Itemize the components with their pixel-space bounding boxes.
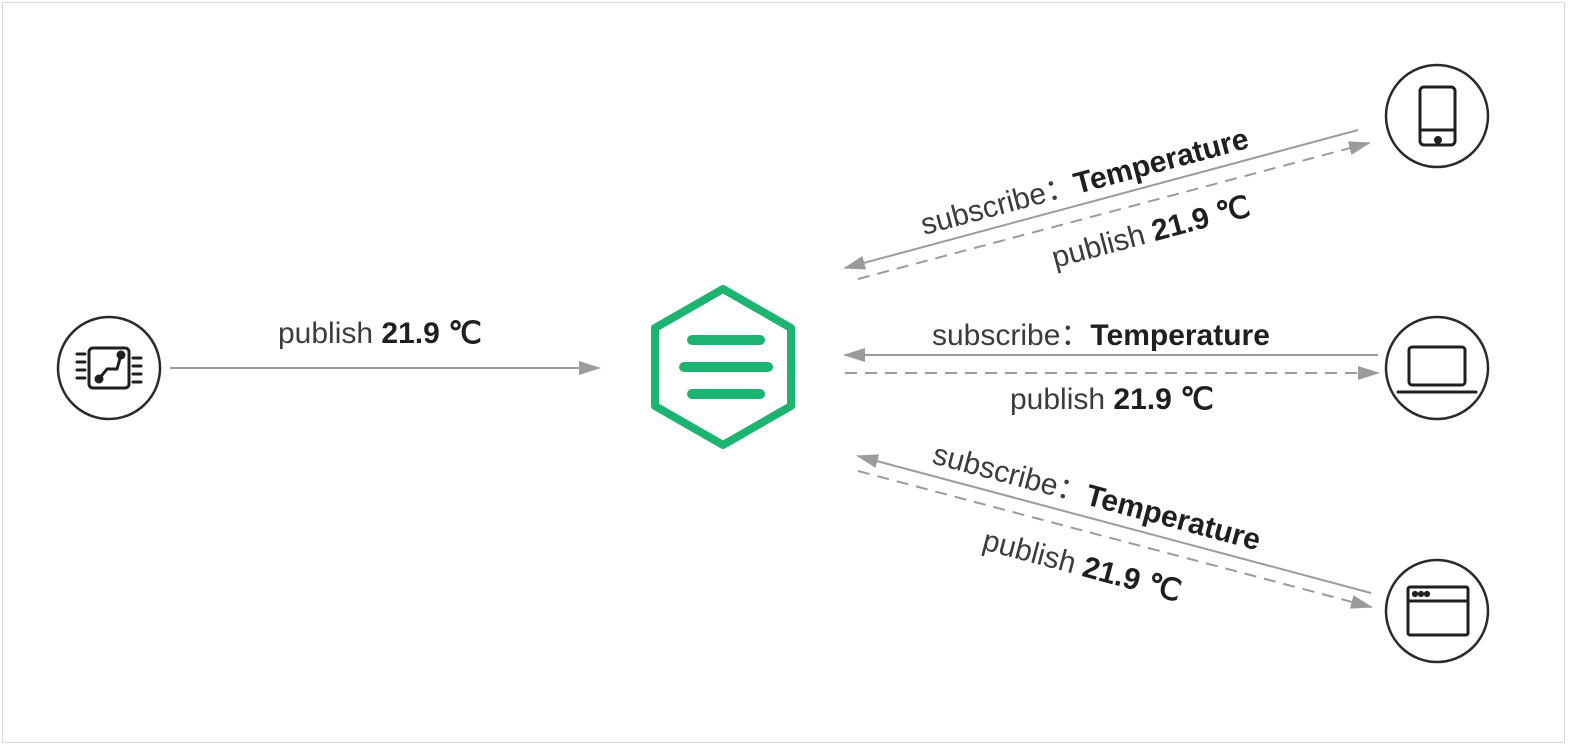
mqtt-flow-diagram: publish 21.9 ℃ subscribe：Temperature pub…: [56, 63, 1490, 664]
laptop-publish-label: publish 21.9 ℃: [1010, 383, 1214, 416]
browser-publish-arrow: [857, 470, 1373, 609]
laptop-icon: [1396, 345, 1478, 394]
phone-publish-label: publish 21.9 ℃: [1048, 190, 1253, 275]
circuit-board-icon: [75, 346, 143, 390]
mobile-phone-icon: [1418, 85, 1457, 147]
browser-client-node: [1384, 558, 1490, 664]
browser-publish-label: publish 21.9 ℃: [979, 524, 1184, 609]
browser-window-icon: [1406, 585, 1470, 637]
device-publish-label: publish 21.9 ℃: [278, 317, 482, 350]
menu-lines-icon: [679, 335, 773, 399]
phone-publish-arrow: [857, 141, 1371, 280]
browser-subscribe-arrow: [856, 454, 1372, 594]
broker-logo: [651, 285, 795, 449]
diagram-canvas: publish 21.9 ℃ subscribe：Temperature pub…: [2, 2, 1565, 743]
iot-device-node: [56, 315, 162, 421]
browser-subscribe-label: subscribe：Temperature: [929, 438, 1264, 557]
phone-client-node: [1384, 63, 1490, 169]
laptop-subscribe-label: subscribe：Temperature: [932, 319, 1270, 352]
laptop-client-node: [1384, 315, 1490, 421]
phone-subscribe-arrow: [843, 129, 1359, 270]
